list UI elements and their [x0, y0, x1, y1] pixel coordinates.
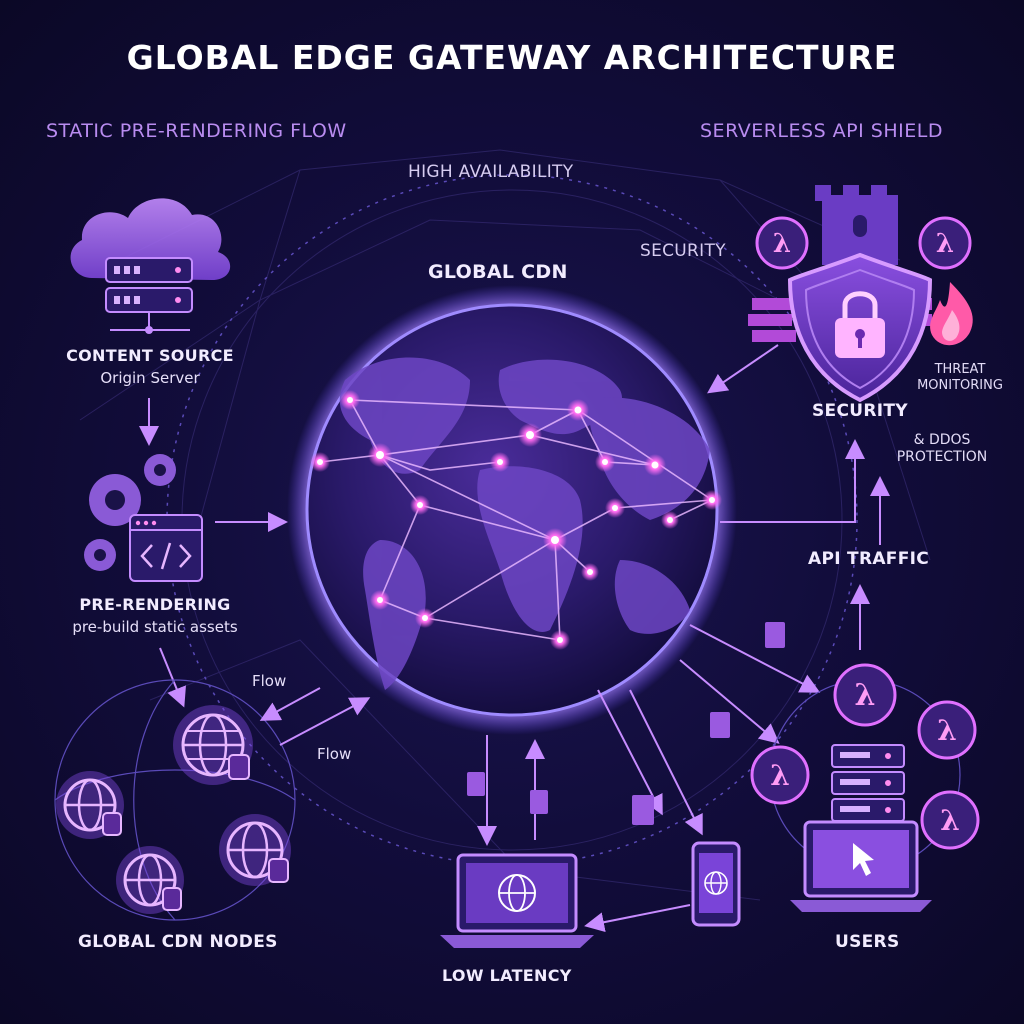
globe-node-icon: [173, 705, 253, 785]
arrow-nodes-to-globe: [279, 697, 371, 746]
lambda-icon: λ: [750, 745, 810, 805]
cdn-nodes-cluster: [54, 679, 296, 921]
threat-line-1: THREAT: [934, 362, 986, 377]
flow-label: Flow: [252, 672, 287, 690]
lambda-icon: λ: [920, 790, 980, 850]
fire-icon: [930, 282, 973, 346]
lambda-icon: λ: [917, 700, 977, 760]
phone-icon: [691, 841, 741, 927]
high-availability-label: HIGH AVAILABILITY: [408, 162, 574, 182]
flow-label: Flow: [317, 745, 352, 763]
svg-text:λ: λ: [936, 229, 954, 259]
content-source-title: CONTENT SOURCE: [66, 346, 234, 365]
svg-text:λ: λ: [940, 804, 960, 837]
arrow-prerender-to-nodes: [159, 647, 186, 708]
svg-text:λ: λ: [854, 678, 875, 713]
lambda-icon: λ: [833, 663, 897, 727]
pre-rendering-subtitle: pre-build static assets: [72, 618, 238, 636]
code-gears-icon: [84, 454, 203, 582]
cdn-nodes-title: GLOBAL CDN NODES: [78, 932, 278, 952]
arrow-pair-low-latency: [467, 735, 548, 846]
arrows-globe-to-users: [679, 622, 821, 744]
pre-rendering-title: PRE-RENDERING: [79, 595, 231, 614]
users-title: USERS: [835, 932, 900, 952]
shield-lock-icon: [787, 252, 933, 403]
lambda-icon: λ: [755, 216, 809, 270]
arrow-globe-to-nodes: [259, 687, 321, 721]
right-section-heading: SERVERLESS API SHIELD: [700, 120, 943, 142]
threat-monitoring-label: THREAT MONITORING: [915, 362, 1005, 394]
globe-node-icon: [56, 771, 124, 839]
svg-text:λ: λ: [773, 229, 791, 259]
security-title: SECURITY: [812, 401, 908, 421]
globe-node-icon: [116, 846, 184, 914]
content-source-subtitle: Origin Server: [100, 369, 200, 387]
lambda-icon: λ: [918, 216, 972, 270]
globe-nodes: [310, 390, 722, 650]
svg-text:λ: λ: [770, 759, 790, 792]
api-traffic-title: API TRAFFIC: [808, 549, 930, 569]
ddos-line-2: PROTECTION: [896, 449, 988, 465]
threat-line-2: MONITORING: [917, 378, 1003, 393]
security-top-label: SECURITY: [640, 241, 726, 261]
globe-node-icon: [219, 814, 291, 886]
server-stack-icon: [831, 744, 905, 822]
ddos-protection-label: & DDOS PROTECTION: [890, 432, 994, 466]
laptop-cursor-icon: [790, 820, 932, 912]
global-cdn-label: GLOBAL CDN: [428, 261, 568, 283]
castle-tower-icon: [815, 185, 898, 265]
ddos-line-1: & DDOS: [913, 432, 971, 448]
arrows-api-traffic: [707, 344, 890, 650]
globe: [287, 285, 737, 735]
left-section-heading: STATIC PRE-RENDERING FLOW: [46, 120, 347, 142]
cloud-server-icon: [70, 198, 231, 334]
page-title: GLOBAL EDGE GATEWAY ARCHITECTURE: [126, 38, 898, 77]
laptop-globe-icon: [440, 853, 594, 948]
svg-text:λ: λ: [937, 714, 957, 747]
low-latency-title: LOW LATENCY: [442, 966, 572, 985]
arrows-to-devices: [584, 689, 703, 933]
